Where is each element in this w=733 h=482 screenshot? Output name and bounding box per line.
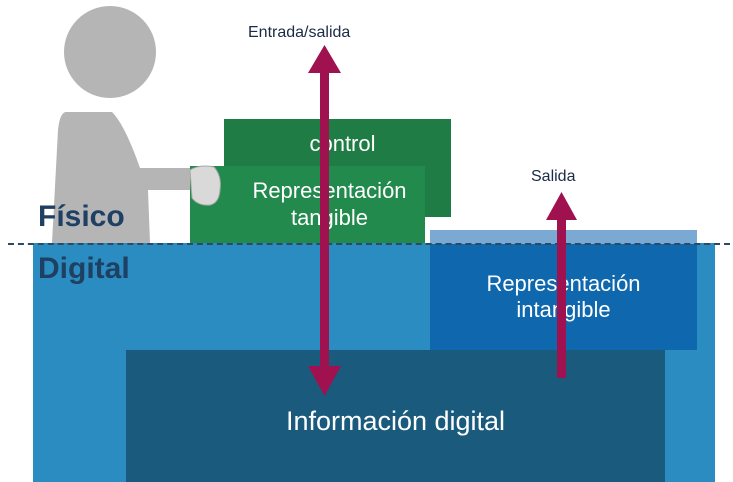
digital-information-box: Información digital — [126, 350, 665, 482]
digital-layer-label: Digital — [38, 252, 130, 285]
physical-digital-boundary — [8, 243, 730, 245]
digital-information-label: Información digital — [285, 405, 506, 436]
tangible-representation-line1: Representación — [252, 178, 407, 204]
input-output-label: Entrada/salida — [248, 24, 351, 41]
output-arrow — [546, 192, 577, 378]
tangible-representation-line2: tangible — [290, 204, 369, 230]
output-label: Salida — [531, 168, 576, 185]
physical-layer-label: Físico — [38, 200, 125, 233]
tangible-representation-box: Representación tangible — [190, 166, 425, 243]
person-icon — [52, 6, 221, 244]
input-output-arrow — [308, 45, 341, 396]
